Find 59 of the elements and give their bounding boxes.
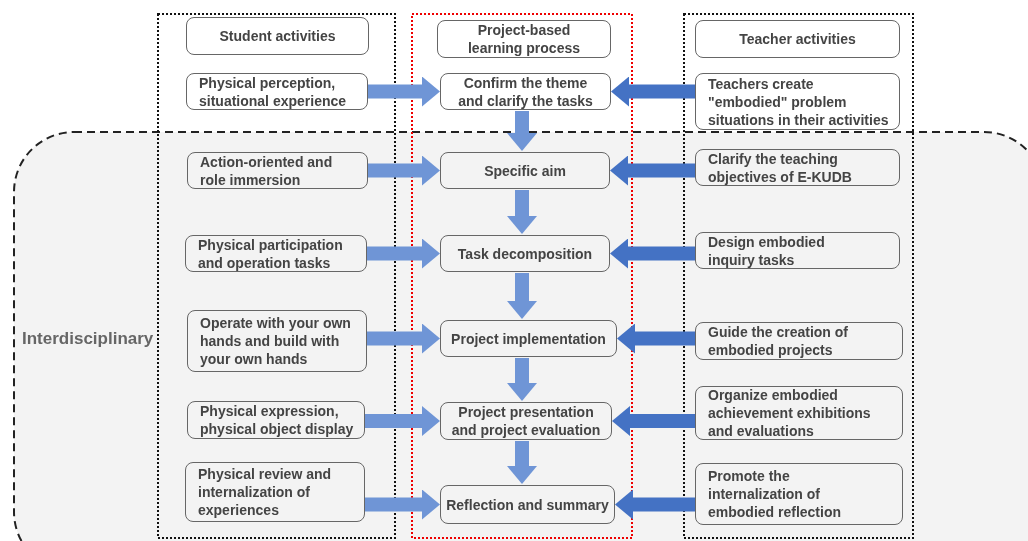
box-text: Physical expression, physical object display xyxy=(200,402,355,438)
block-arrow xyxy=(367,323,440,354)
region-label: Interdisciplinary xyxy=(22,329,154,349)
box-text: Project presentation and project evaluation xyxy=(450,403,602,439)
box-text: Organize embodied achievement exhibitions and evaluations xyxy=(708,386,872,440)
rounded-box xyxy=(695,322,903,360)
rounded-box xyxy=(440,320,617,357)
block-arrow xyxy=(365,406,440,436)
box-text: Clarify the teaching objectives of E-KUDB xyxy=(708,149,853,186)
rounded-box xyxy=(440,485,615,524)
rounded-box xyxy=(695,232,900,269)
rounded-box xyxy=(187,401,365,439)
block-arrow xyxy=(617,323,695,354)
block-arrow xyxy=(367,238,440,269)
rounded-box xyxy=(695,463,903,525)
block-arrow xyxy=(610,238,695,269)
block-arrow xyxy=(611,76,695,107)
box-text: Action-oriented and role immersion xyxy=(200,152,334,189)
block-arrow xyxy=(507,111,537,151)
block-arrow xyxy=(507,441,537,484)
rounded-box xyxy=(440,402,612,440)
block-arrow xyxy=(610,155,695,186)
rounded-box xyxy=(695,149,900,186)
rounded-box xyxy=(187,152,368,189)
box-text: Physical participation and operation tasks xyxy=(198,235,344,272)
block-arrow xyxy=(507,190,537,234)
box-text: Design embodied inquiry tasks xyxy=(708,232,826,269)
box-text: Reflection and summary xyxy=(445,495,610,514)
box-text: Task decomposition xyxy=(456,244,594,263)
box-text: Student activities xyxy=(218,27,337,45)
rounded-box xyxy=(695,20,900,58)
block-arrow xyxy=(368,76,440,107)
rounded-box xyxy=(440,73,611,110)
rounded-box xyxy=(695,386,903,440)
box-text: Promote the internalization of embodied reflection xyxy=(708,467,843,521)
block-arrow xyxy=(507,358,537,401)
rounded-box xyxy=(187,310,367,372)
box-text: Specific aim xyxy=(483,161,567,180)
box-text: Operate with your own hands and build with your own hands xyxy=(200,314,352,368)
box-text: Physical review and internalization of experiences xyxy=(198,465,333,519)
box-text: Teacher activities xyxy=(738,30,857,48)
rounded-box xyxy=(437,20,611,58)
box-text: Project-based learning process xyxy=(466,21,581,57)
block-arrow xyxy=(507,273,537,319)
block-arrow xyxy=(368,155,440,186)
rounded-box xyxy=(186,73,368,110)
box-text: Physical perception, situational experience xyxy=(199,73,348,110)
block-arrow xyxy=(612,406,695,436)
block-arrow xyxy=(365,489,440,520)
block-arrow xyxy=(615,489,695,520)
rounded-box xyxy=(185,462,365,522)
rounded-box xyxy=(185,235,367,272)
box-text: Project implementation xyxy=(450,329,607,348)
rounded-box xyxy=(186,17,369,55)
box-text: Guide the creation of embodied projects xyxy=(708,323,849,359)
rounded-box xyxy=(440,152,610,189)
box-text: Teachers create "embodied" problem situations in their activities xyxy=(708,74,890,129)
rounded-box xyxy=(440,235,610,272)
box-text: Confirm the theme and clarify the tasks xyxy=(457,73,594,110)
